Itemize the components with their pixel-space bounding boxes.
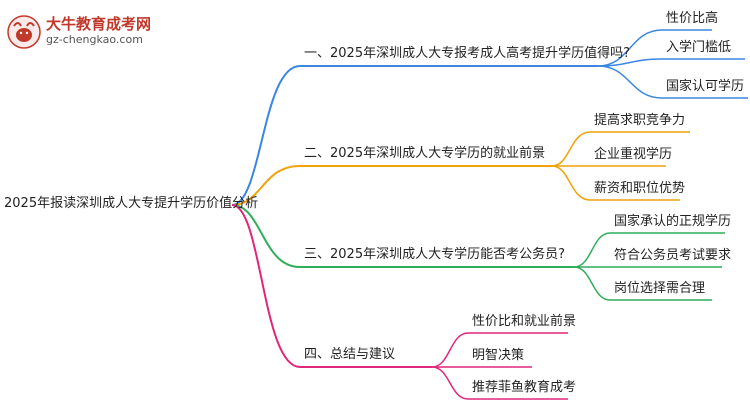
connector-b1-c3 — [597, 65, 748, 99]
branch-2-topic: 二、2025年深圳成人大专学历的就业前景 — [304, 146, 546, 161]
connector-branch-3 — [231, 204, 574, 268]
connector-b4-c1 — [431, 332, 568, 368]
brand-url: gz-chengkao.com — [46, 33, 143, 46]
connector-b3-c3 — [573, 266, 712, 301]
brand-name: 大牛教育成考网 — [46, 15, 152, 33]
b2-child-3: 薪资和职位优势 — [594, 181, 686, 196]
b3-child-3: 岗位选择需合理 — [614, 281, 706, 296]
b2-child-1: 提高求职竞争力 — [594, 113, 686, 128]
b1-child-2: 入学门槛低 — [666, 40, 732, 55]
connector-b3-c1 — [573, 232, 725, 268]
branch-3-topic: 三、2025年深圳成人大专学历能否考公务员? — [304, 247, 565, 262]
bull-logo-icon — [7, 15, 41, 49]
b2-child-2: 企业重视学历 — [594, 147, 673, 162]
connector-branch-1 — [231, 65, 598, 206]
connector-b4-c3 — [431, 366, 568, 400]
b3-child-2: 符合公务员考试要求 — [614, 248, 732, 263]
connector-b2-c3 — [551, 165, 680, 201]
b1-child-3: 国家认可学历 — [666, 79, 745, 94]
b4-child-1: 性价比和就业前景 — [472, 314, 577, 329]
b4-child-3: 推荐菲鱼教育成考 — [472, 380, 577, 395]
connector-b2-c1 — [551, 131, 690, 167]
branch-1-topic: 一、2025年深圳成人大专报考成人高考提升学历值得吗? — [304, 46, 630, 61]
b4-child-2: 明智决策 — [472, 348, 525, 363]
b3-child-1: 国家承认的正规学历 — [614, 214, 732, 229]
b1-child-1: 性价比高 — [666, 11, 719, 26]
root-topic: 2025年报读深圳成人大专提升学历价值分析 — [4, 196, 259, 211]
branch-4-topic: 四、总结与建议 — [304, 347, 396, 362]
connector-branch-4 — [231, 204, 432, 368]
connector-branch-2 — [231, 165, 552, 206]
brand-logo: 大牛教育成考网 gz-chengkao.com — [6, 12, 166, 52]
connector-b1-c2 — [597, 58, 745, 67]
connector-b1-c1 — [597, 29, 712, 67]
